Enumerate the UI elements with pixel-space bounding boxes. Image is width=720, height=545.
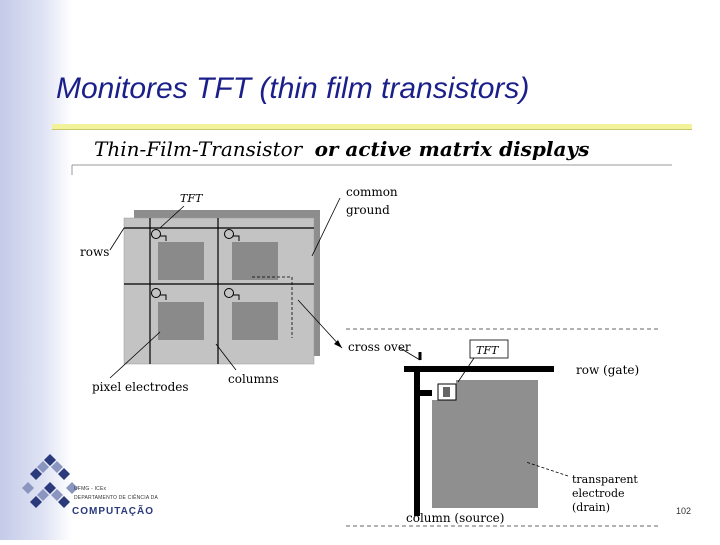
label-tft-top: TFT bbox=[180, 192, 204, 205]
left-decor-bar bbox=[0, 0, 72, 540]
logo-text-line2: DEPARTAMENTO DE CIÊNCIA DA bbox=[74, 495, 159, 501]
pointer-line bbox=[525, 461, 569, 477]
transistor-icon bbox=[224, 288, 234, 298]
page-number: 102 bbox=[676, 506, 692, 516]
pointer-line bbox=[215, 343, 237, 371]
pointer-line bbox=[311, 197, 341, 257]
label-transparent-line2: electrode bbox=[572, 487, 625, 500]
pixel-electrode bbox=[158, 242, 204, 280]
transparent-electrode bbox=[432, 380, 538, 508]
column-source-line bbox=[414, 366, 420, 516]
label-column-source: column (source) bbox=[406, 511, 504, 525]
pointer-line bbox=[109, 331, 161, 379]
slide-title: Monitores TFT (thin film transistors) bbox=[56, 72, 530, 105]
label-cross-over: cross over bbox=[348, 340, 411, 354]
transistor-icon bbox=[151, 288, 161, 298]
label-transparent-line3: (drain) bbox=[572, 501, 610, 514]
figure-heading-part2: or active matrix displays bbox=[315, 137, 590, 161]
label-common-line2: ground bbox=[346, 203, 390, 217]
pointer-line bbox=[109, 227, 125, 251]
label-row-gate: row (gate) bbox=[576, 363, 639, 377]
pointer-line bbox=[399, 347, 421, 361]
transistor-icon bbox=[151, 229, 161, 239]
figure-heading: Thin-Film-Transistor or active matrix di… bbox=[94, 137, 589, 161]
label-columns: columns bbox=[228, 372, 279, 386]
matrix-panel bbox=[123, 217, 315, 365]
zoom-arrowhead bbox=[334, 340, 342, 348]
label-transparent-line1: transparent bbox=[572, 473, 638, 486]
transistor-lead bbox=[233, 294, 240, 300]
label-rows: rows bbox=[80, 245, 109, 259]
logo-text-line1: UFMG - ICEx bbox=[74, 486, 107, 492]
pointer-line bbox=[457, 357, 475, 383]
pixel-electrode bbox=[232, 302, 278, 340]
tft-channel-top bbox=[443, 387, 450, 397]
transistor-lead bbox=[233, 235, 240, 241]
transistor-lead bbox=[160, 294, 167, 300]
row-gate-line bbox=[404, 366, 554, 372]
tft-detail-box bbox=[469, 339, 509, 359]
label-common-line1: common bbox=[346, 185, 398, 199]
transistor-lead bbox=[160, 235, 167, 241]
title-underline bbox=[52, 124, 692, 130]
pointer-line bbox=[159, 205, 185, 229]
transistor-icon bbox=[224, 229, 234, 239]
label-tft-detail: TFT bbox=[476, 344, 500, 357]
label-pixel-electrodes: pixel electrodes bbox=[92, 380, 189, 394]
pixel-electrode bbox=[158, 302, 204, 340]
ufmg-logo bbox=[20, 450, 120, 520]
logo-text-line3: COMPUTAÇÃO bbox=[72, 506, 155, 517]
pixel-electrode bbox=[232, 242, 278, 280]
zoom-arrow bbox=[297, 299, 343, 349]
figure-heading-part1: Thin-Film-Transistor bbox=[94, 137, 304, 161]
logo-diamond bbox=[44, 454, 56, 466]
